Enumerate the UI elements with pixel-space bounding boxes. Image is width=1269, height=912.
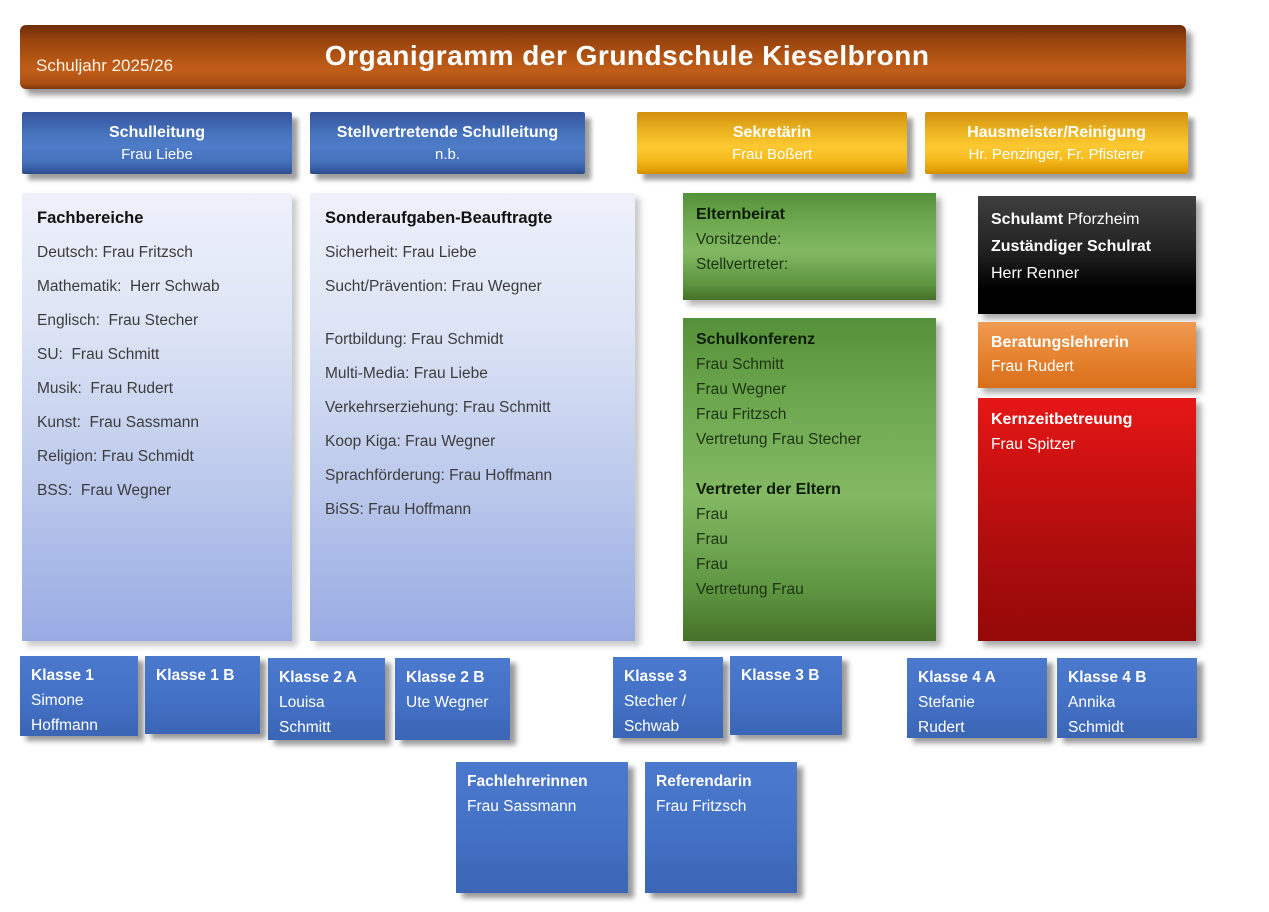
box-stellvertretende-schulleitung: Stellvertretende Schulleitung n.b. bbox=[310, 112, 585, 174]
schuljahr-label: Schuljahr 2025/26 bbox=[36, 56, 174, 75]
list-item: Frau bbox=[696, 506, 728, 523]
klasse-title: Klasse 4 A bbox=[918, 669, 996, 686]
list-item: Stellvertreter: bbox=[696, 256, 789, 273]
schulkonferenz-subtitle: Vertreter der Eltern bbox=[696, 481, 841, 498]
list-item: Deutsch: Frau Fritzsch bbox=[37, 244, 193, 261]
box-title: Elternbeirat bbox=[696, 206, 785, 223]
list-item: Vertretung Frau Stecher bbox=[696, 431, 862, 448]
box-title: Kernzeitbetreuung bbox=[991, 411, 1133, 428]
klasse-title: Klasse 4 B bbox=[1068, 669, 1147, 686]
klasse-teacher: Simone Hoffmann bbox=[31, 692, 98, 734]
klasse-title: Klasse 3 B bbox=[741, 667, 820, 684]
box-kernzeitbetreuung: Kernzeitbetreuung Frau Spitzer bbox=[978, 398, 1196, 641]
list-item: Frau Schmitt bbox=[696, 356, 784, 373]
box-title: Referendarin bbox=[656, 773, 752, 790]
list-item: BiSS: Frau Hoffmann bbox=[325, 501, 472, 518]
elternbeirat-list: Vorsitzende: Stellvertreter: bbox=[696, 227, 923, 277]
klasse-teacher: Annika Schmidt bbox=[1068, 694, 1124, 736]
box-title: Sekretärin bbox=[732, 123, 812, 141]
list-item: Multi-Media: Frau Liebe bbox=[325, 365, 488, 382]
box-title: Fachlehrerinnen bbox=[467, 773, 588, 790]
box-klasse-2a: Klasse 2 A Louisa Schmitt bbox=[268, 658, 385, 740]
box-schulleitung: Schulleitung Frau Liebe bbox=[22, 112, 292, 174]
list-item: Verkehrserziehung: Frau Schmitt bbox=[325, 399, 551, 416]
klasse-teacher: Louisa Schmitt bbox=[279, 694, 331, 736]
list-item: Sprachförderung: Frau Hoffmann bbox=[325, 467, 553, 484]
box-klasse-4a: Klasse 4 A Stefanie Rudert bbox=[907, 658, 1047, 738]
panel-title: Sonderaufgaben-Beauftragte bbox=[325, 209, 553, 227]
box-sekretaerin: Sekretärin Frau Boßert bbox=[637, 112, 907, 174]
list-item: Mathematik: Herr Schwab bbox=[37, 278, 220, 295]
box-line: Frau Sassmann bbox=[467, 798, 577, 815]
box-klasse-3b: Klasse 3 B bbox=[730, 656, 842, 735]
box-referendarin: Referendarin Frau Fritzsch bbox=[645, 762, 797, 893]
schulamt-bold: Schulamt bbox=[991, 211, 1064, 228]
klasse-title: Klasse 1 bbox=[31, 667, 94, 684]
schulamt-rest: Pforzheim bbox=[1063, 211, 1140, 228]
klasse-teacher: Ute Wegner bbox=[406, 694, 489, 711]
klasse-title: Klasse 2 A bbox=[279, 669, 357, 686]
list-item: Vorsitzende: bbox=[696, 231, 782, 248]
list-item: Kunst: Frau Sassmann bbox=[37, 414, 199, 431]
box-klasse-3: Klasse 3 Stecher / Schwab bbox=[613, 657, 723, 738]
list-item: Vertretung Frau bbox=[696, 581, 804, 598]
box-hausmeister-reinigung: Hausmeister/Reinigung Hr. Penzinger, Fr.… bbox=[925, 112, 1188, 174]
panel-title: Fachbereiche bbox=[37, 209, 144, 227]
box-line: Frau Fritzsch bbox=[656, 798, 747, 815]
klasse-title: Klasse 2 B bbox=[406, 669, 485, 686]
box-beratungslehrerin: Beratungslehrerin Frau Rudert bbox=[978, 322, 1196, 388]
box-line: n.b. bbox=[434, 145, 461, 163]
box-klasse-4b: Klasse 4 B Annika Schmidt bbox=[1057, 658, 1197, 738]
panel-sonderaufgaben: Sonderaufgaben-Beauftragte Sicherheit: F… bbox=[310, 193, 635, 641]
box-line: Frau Boßert bbox=[731, 145, 813, 163]
list-item: Musik: Frau Rudert bbox=[37, 380, 174, 397]
list-item: Frau bbox=[696, 556, 728, 573]
box-title: Schulleitung bbox=[109, 123, 205, 141]
list-item: Frau Wegner bbox=[696, 381, 787, 398]
list-item: Fortbildung: Frau Schmidt bbox=[325, 331, 504, 348]
list-item: BSS: Frau Wegner bbox=[37, 482, 172, 499]
box-title: Schulkonferenz bbox=[696, 331, 816, 348]
box-line: Frau Rudert bbox=[991, 358, 1074, 375]
list-item: Frau Fritzsch bbox=[696, 406, 787, 423]
list-item: Sucht/Prävention: Frau Wegner bbox=[325, 278, 542, 295]
box-klasse-2b: Klasse 2 B Ute Wegner bbox=[395, 658, 510, 740]
box-line: Frau Spitzer bbox=[991, 436, 1076, 453]
box-title: Beratungslehrerin bbox=[991, 334, 1129, 351]
box-elternbeirat: Elternbeirat Vorsitzende: Stellvertreter: bbox=[683, 193, 936, 300]
box-fachlehrerinnen: Fachlehrerinnen Frau Sassmann bbox=[456, 762, 628, 893]
list-item: SU: Frau Schmitt bbox=[37, 346, 160, 363]
box-line: Frau Liebe bbox=[121, 145, 193, 163]
schulamt-line-1: Schulamt Pforzheim bbox=[991, 206, 1183, 233]
klasse-teacher: Stefanie Rudert bbox=[918, 694, 975, 736]
schulamt-line-2: Zuständiger Schulrat bbox=[991, 238, 1152, 255]
klasse-teacher: Stecher / Schwab bbox=[624, 693, 687, 735]
list-item: Englisch: Frau Stecher bbox=[37, 312, 199, 329]
box-klasse-1b: Klasse 1 B bbox=[145, 656, 260, 734]
header-bar: Schuljahr 2025/26 Organigramm der Grunds… bbox=[20, 25, 1186, 89]
box-schulamt: Schulamt Pforzheim Zuständiger Schulrat … bbox=[978, 196, 1196, 314]
klasse-title: Klasse 3 bbox=[624, 668, 687, 685]
klasse-title: Klasse 1 B bbox=[156, 667, 235, 684]
list-item: Frau bbox=[696, 531, 728, 548]
page-title: Organigramm der Grundschule Kieselbronn bbox=[324, 40, 930, 71]
list-item: Sicherheit: Frau Liebe bbox=[325, 244, 477, 261]
list-item: Koop Kiga: Frau Wegner bbox=[325, 433, 496, 450]
box-line: Hr. Penzinger, Fr. Pfisterer bbox=[968, 145, 1145, 163]
list-item: Religion: Frau Schmidt bbox=[37, 448, 194, 465]
box-title: Stellvertretende Schulleitung bbox=[336, 123, 559, 141]
schulamt-line-3: Herr Renner bbox=[991, 265, 1080, 282]
box-klasse-1: Klasse 1 Simone Hoffmann bbox=[20, 656, 138, 736]
box-title: Hausmeister/Reinigung bbox=[967, 123, 1146, 141]
